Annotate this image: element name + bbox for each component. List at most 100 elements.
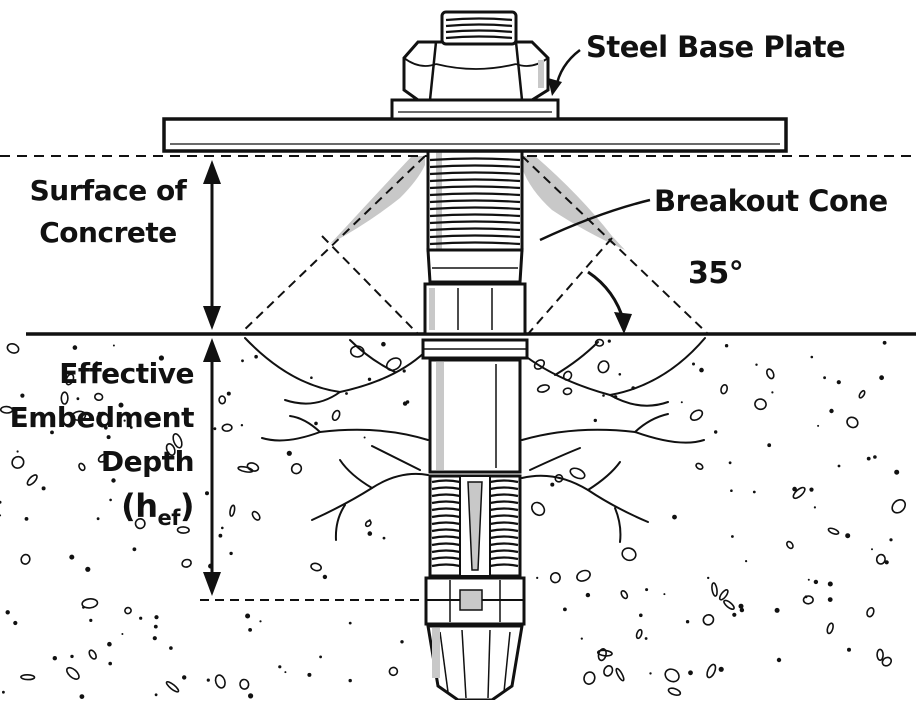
surface-label-line1: Surface of	[29, 174, 187, 207]
aggregate-speck	[165, 680, 180, 693]
aggregate-speck	[823, 376, 826, 380]
aggregate-speck	[554, 473, 564, 483]
aggregate-speck	[562, 387, 573, 396]
aggregate-speck	[891, 498, 907, 514]
aggregate-speck	[13, 620, 18, 626]
aggregate-speck	[597, 648, 607, 662]
aggregate-speck	[129, 426, 133, 429]
aggregate-speck	[879, 375, 884, 381]
aggregate-speck	[875, 553, 886, 565]
aggregate-speck	[663, 593, 666, 596]
aggregate-speck	[248, 693, 254, 699]
aggregate-speck	[245, 613, 251, 619]
aggregate-speck	[745, 560, 748, 563]
thread-line	[445, 29, 513, 34]
aggregate-speck	[730, 489, 733, 493]
aggregate-speck	[152, 636, 157, 641]
aggregate-speck	[240, 424, 244, 427]
aggregate-speck	[154, 615, 159, 620]
aggregate-speck	[738, 603, 744, 609]
aggregate-speck	[153, 624, 158, 629]
aggregate-speck	[118, 402, 124, 408]
aggregate-speck	[89, 618, 93, 623]
thread-line	[429, 199, 521, 204]
aggregate-speck	[286, 450, 292, 456]
aggregate-speck	[382, 536, 386, 540]
aggregate-speck	[107, 641, 112, 647]
aggregate-speck	[106, 435, 111, 440]
surface-label-line2: Concrete	[39, 216, 177, 249]
surface-of-concrete-label: Surface of Concrete	[14, 170, 202, 254]
thread-line	[489, 507, 519, 512]
aggregate-speck	[836, 380, 841, 385]
aggregate-speck	[866, 456, 871, 461]
embed-label-line1: Effective	[59, 357, 194, 390]
thread-line	[429, 241, 521, 246]
aggregate-speck	[254, 354, 258, 359]
thread-line	[431, 479, 461, 484]
aggregate-speck	[97, 411, 102, 416]
aggregate-speck	[680, 401, 683, 404]
aggregate-speck	[218, 395, 227, 405]
thread-line	[431, 500, 461, 505]
aggregate-speck	[699, 367, 704, 373]
aggregate-speck	[754, 398, 767, 411]
aggregate-speck	[206, 678, 210, 682]
hef-open: (h	[121, 487, 158, 525]
aggregate-speck	[348, 678, 352, 683]
aggregate-speck	[248, 628, 253, 632]
aggregate-speck	[5, 610, 10, 615]
aggregate-speck	[70, 654, 74, 659]
aggregate-speck	[290, 463, 303, 475]
aggregate-speck	[873, 455, 877, 459]
embed-label-line3: Depth	[100, 445, 195, 478]
thread-line	[489, 493, 519, 498]
aggregate-speck	[771, 391, 774, 394]
aggregate-speck	[85, 566, 91, 572]
aggregate-speck	[846, 416, 859, 429]
aggregate-speck	[76, 397, 80, 401]
aggregate-speck	[310, 562, 322, 572]
steel-base-plate	[162, 117, 788, 153]
breakout-cone-lines	[239, 155, 709, 335]
aggregate-speck	[241, 359, 244, 363]
aggregate-speck	[602, 394, 605, 397]
aggregate-speck	[792, 486, 797, 492]
aggregate-speck	[644, 637, 648, 640]
aggregate-speck	[322, 574, 328, 580]
aggregate-speck	[603, 665, 614, 677]
aggregate-speck	[809, 487, 814, 492]
aggregate-speck	[41, 486, 46, 491]
aggregate-speck	[124, 606, 132, 615]
embedment-dimension-arrow	[203, 338, 221, 596]
aggregate-speck	[251, 510, 261, 521]
thread-line	[489, 542, 519, 547]
aggregate-speck	[108, 661, 112, 666]
aggregate-speck	[576, 569, 591, 582]
aggregate-speck	[154, 693, 158, 697]
thread-line	[431, 486, 461, 491]
aggregate-speck	[88, 649, 97, 660]
thread-line	[431, 535, 461, 540]
aggregate-speck	[597, 360, 610, 374]
aggregate-speck	[723, 599, 735, 610]
thread-line	[429, 192, 521, 197]
thread-line	[489, 549, 519, 554]
aggregate-speck	[0, 514, 2, 517]
aggregate-speck	[827, 581, 833, 587]
aggregate-speck	[26, 474, 38, 486]
thread-line	[429, 206, 521, 211]
aggregate-speck	[593, 418, 597, 423]
aggregate-speck	[78, 462, 86, 472]
aggregate-speck	[314, 421, 318, 426]
aggregate-speck	[876, 648, 884, 661]
aggregate-speck	[82, 606, 85, 609]
aggregate-speck	[139, 616, 143, 620]
thread-line	[489, 556, 519, 561]
aggregate-speck	[786, 540, 794, 550]
aggregate-speck	[172, 433, 183, 449]
thread-line	[431, 514, 461, 519]
aggregate-speck	[706, 663, 717, 679]
aggregate-speck	[774, 607, 780, 613]
